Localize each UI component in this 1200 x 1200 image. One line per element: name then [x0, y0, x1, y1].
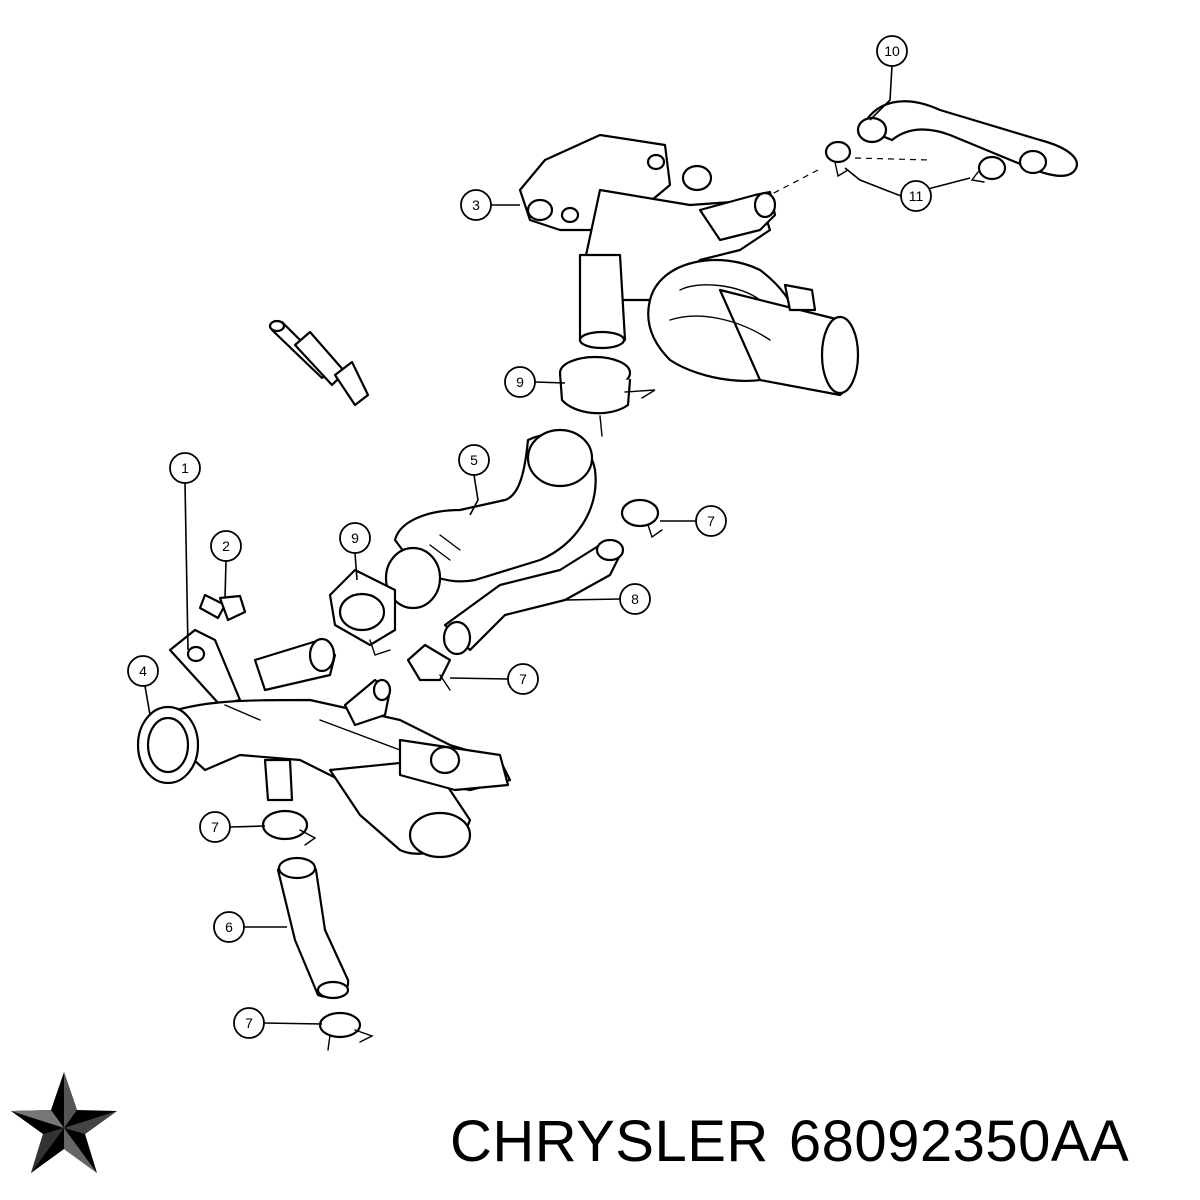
svg-text:11: 11: [909, 188, 924, 204]
part-11-clamps: [824, 140, 1007, 183]
callout-4: 4: [127, 655, 159, 687]
callout-7-lower: 7: [199, 811, 231, 843]
leader-lines: [144, 65, 971, 1025]
part-10-hose: [856, 100, 1078, 177]
callout-1: 1: [169, 452, 201, 484]
callout-7-bottom: 7: [233, 1007, 265, 1039]
svg-text:5: 5: [470, 452, 478, 468]
part-7-clamp-right: [620, 498, 663, 539]
part-5-elbow-hose: [384, 428, 597, 610]
callout-2: 2: [210, 530, 242, 562]
svg-text:7: 7: [211, 819, 219, 835]
svg-text:8: 8: [631, 591, 639, 607]
svg-text:7: 7: [245, 1015, 253, 1031]
callout-7-right: 7: [695, 505, 727, 537]
part-8-hose: [442, 538, 625, 656]
svg-text:1: 1: [181, 460, 189, 476]
svg-text:7: 7: [707, 513, 715, 529]
svg-text:10: 10: [884, 43, 900, 59]
svg-text:7: 7: [519, 671, 527, 687]
svg-text:9: 9: [351, 530, 359, 546]
callout-8: 8: [619, 583, 651, 615]
part-caption: CHRYSLER 68092350AA: [450, 1108, 1149, 1175]
part-9-clamp-upper: [558, 355, 656, 437]
part-1-manifold: [136, 628, 512, 859]
part-2-bolt: [198, 593, 247, 622]
part-7-clamp-bottom: [318, 1011, 374, 1051]
svg-text:3: 3: [472, 197, 480, 213]
callout-9-upper: 9: [504, 366, 536, 398]
temperature-sensor: [268, 319, 370, 407]
svg-text:2: 2: [222, 538, 230, 554]
part-9-clamp-lower: [328, 568, 397, 656]
callout-5: 5: [458, 444, 490, 476]
svg-text:4: 4: [139, 663, 147, 679]
callout-9-lower: 9: [339, 522, 371, 554]
svg-text:6: 6: [225, 919, 233, 935]
brand-name: CHRYSLER: [450, 1109, 769, 1174]
chrysler-pentastar-icon: [11, 1072, 117, 1173]
callout-3: 3: [460, 189, 492, 221]
callout-10: 10: [876, 35, 908, 67]
part-6-hose: [276, 856, 350, 1000]
callout-6: 6: [213, 911, 245, 943]
callout-11: 11: [900, 180, 932, 212]
svg-text:9: 9: [516, 374, 524, 390]
part-3-housing: [518, 133, 860, 397]
part-7-clamp-mid: [406, 643, 452, 691]
part-7-clamp-lower: [261, 809, 317, 846]
part-number: 68092350AA: [788, 1109, 1130, 1174]
callout-7-mid: 7: [507, 663, 539, 695]
